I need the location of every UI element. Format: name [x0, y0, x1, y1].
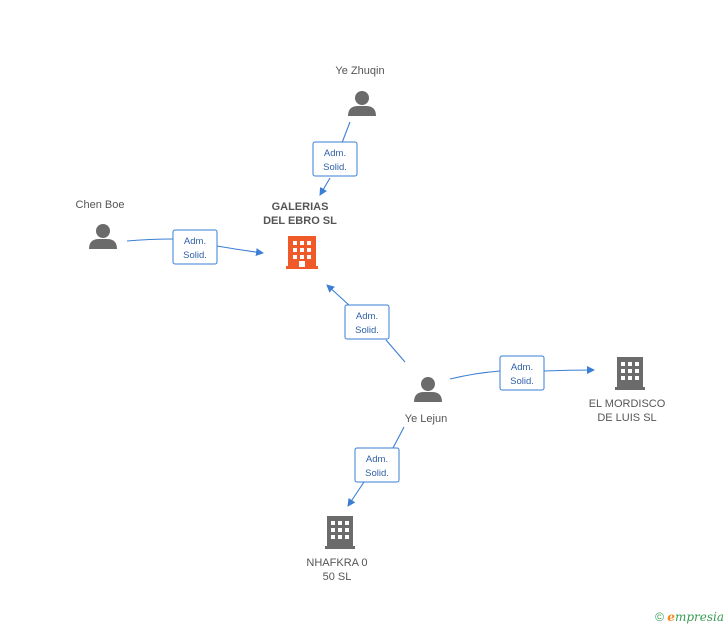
edge-arrow: [347, 481, 365, 507]
edge-line: [385, 339, 406, 363]
building-icon: [325, 516, 355, 549]
node-label-line2: 50 SL: [323, 571, 352, 583]
edge-ye-lejun-to-galerias: Adm. Solid.: [326, 284, 406, 363]
node-label: Chen Boe: [76, 199, 125, 211]
edge-label-box[interactable]: Adm. Solid.: [354, 447, 400, 483]
brand-logo-text: mpresia: [674, 610, 724, 624]
edge-arrow: [326, 284, 351, 307]
node-ye-zhuqin[interactable]: Ye Zhuqin: [335, 65, 385, 116]
edge-arrow: [319, 177, 331, 196]
edge-label-line1: Adm.: [184, 236, 206, 247]
edge-label-line2: Solid.: [510, 376, 534, 387]
person-icon: [414, 377, 442, 402]
edge-label-box[interactable]: Adm. Solid.: [499, 355, 545, 391]
edge-line: [449, 370, 501, 380]
edge-line: [392, 426, 405, 449]
node-label-line1: NHAFKRA 0: [306, 557, 367, 569]
node-galerias-del-ebro[interactable]: GALERIAS DEL EBRO SL: [263, 201, 337, 269]
node-label: Ye Zhuqin: [335, 65, 384, 77]
edge-arrow: [543, 366, 595, 375]
person-icon: [89, 224, 117, 249]
node-label: Ye Lejun: [405, 413, 447, 425]
node-label-line1: GALERIAS: [272, 201, 329, 213]
edge-label-box[interactable]: Adm. Solid.: [344, 304, 390, 340]
edge-label-line2: Solid.: [355, 325, 379, 336]
edge-label-line1: Adm.: [511, 362, 533, 373]
node-chen-boe[interactable]: Chen Boe: [76, 199, 125, 249]
node-label-line2: DEL EBRO SL: [263, 215, 337, 227]
node-label-line2: DE LUIS SL: [597, 412, 656, 424]
node-label-line1: EL MORDISCO: [589, 398, 666, 410]
edge-arrow: [216, 245, 264, 257]
edge-label-line2: Solid.: [365, 468, 389, 479]
edge-label-line2: Solid.: [183, 250, 207, 261]
building-icon: [286, 236, 318, 269]
edge-ye-lejun-to-el-mordisco: Adm. Solid.: [449, 355, 595, 391]
copyright-icon: ©: [655, 610, 664, 624]
node-ye-lejun[interactable]: Ye Lejun: [405, 377, 447, 425]
building-icon: [615, 357, 645, 390]
node-el-mordisco[interactable]: EL MORDISCO DE LUIS SL: [589, 357, 666, 424]
edge-label-box[interactable]: Adm. Solid.: [172, 229, 218, 265]
edge-label-line1: Adm.: [366, 454, 388, 465]
edge-ye-lejun-to-nhafkra: Adm. Solid.: [347, 426, 405, 507]
edge-label-box[interactable]: Adm. Solid.: [312, 141, 358, 177]
edge-label-line2: Solid.: [323, 162, 347, 173]
edge-ye-zhuqin-to-galerias: Adm. Solid.: [312, 121, 358, 196]
person-icon: [348, 91, 376, 116]
edge-label-line1: Adm.: [356, 311, 378, 322]
edge-chen-boe-to-galerias: Adm. Solid.: [126, 229, 264, 265]
node-nhafkra[interactable]: NHAFKRA 0 50 SL: [306, 516, 368, 583]
edge-label-line1: Adm.: [324, 148, 346, 159]
edge-line: [126, 238, 174, 242]
brand-footer: © empresia: [655, 610, 724, 624]
brand-logo-e: e: [667, 610, 675, 624]
